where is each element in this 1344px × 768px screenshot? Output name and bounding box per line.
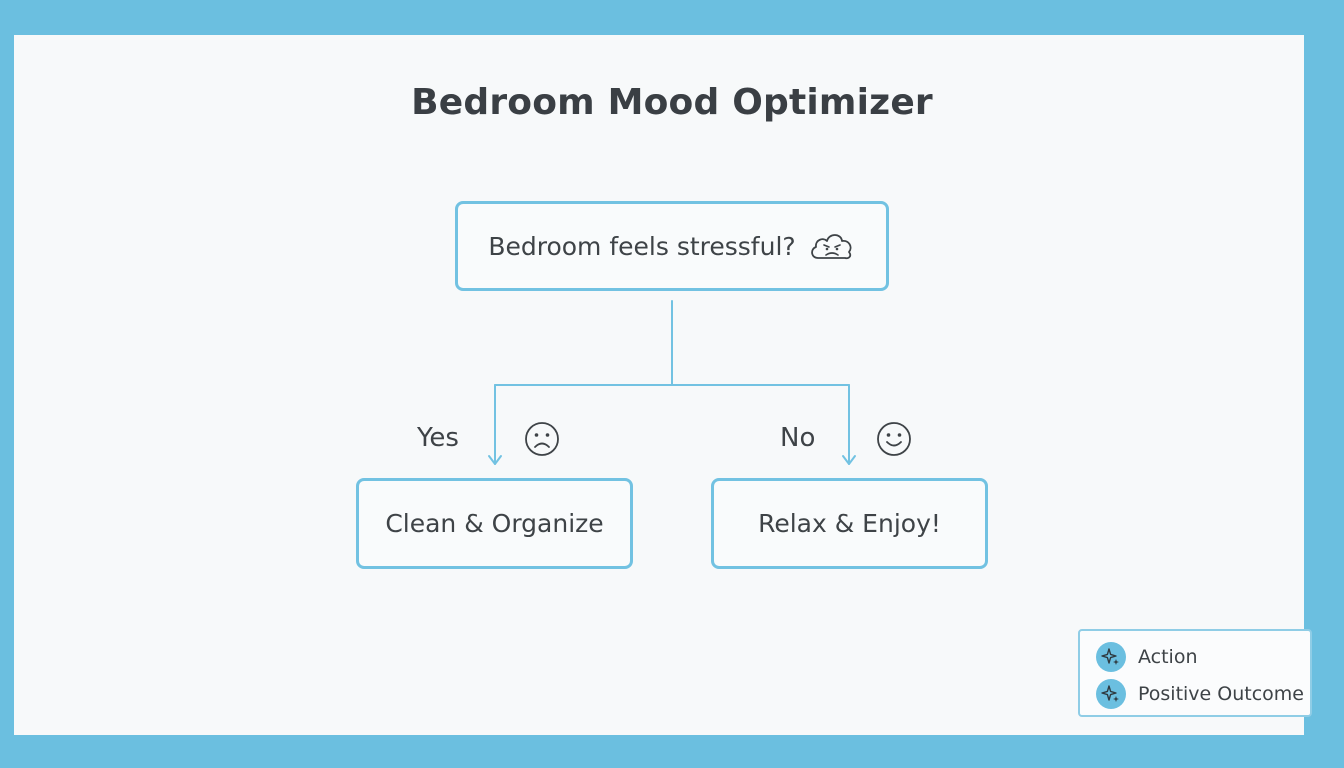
diagram-title: Bedroom Mood Optimizer — [411, 82, 933, 123]
action-node-clean[interactable]: Clean & Organize — [356, 478, 633, 569]
sparkle-icon — [1096, 642, 1126, 672]
decision-text: Bedroom feels stressful? — [488, 231, 796, 261]
action-node-relax[interactable]: Relax & Enjoy! — [711, 478, 988, 569]
stressed-cloud-icon — [810, 234, 852, 260]
action-relax-text: Relax & Enjoy! — [758, 509, 941, 538]
sparkle-icon — [1096, 679, 1126, 709]
legend-label: Positive Outcome — [1138, 683, 1304, 705]
arrowhead-yes — [488, 455, 502, 465]
yes-label: Yes — [417, 423, 459, 453]
action-clean-text: Clean & Organize — [385, 509, 604, 538]
legend-item-positive-outcome: Positive Outcome — [1096, 679, 1304, 709]
legend-label: Action — [1138, 646, 1198, 668]
legend-item-action: Action — [1096, 642, 1198, 672]
sad-face-icon — [525, 422, 559, 456]
arrowhead-no — [842, 455, 856, 465]
happy-face-icon — [877, 422, 911, 456]
decision-node[interactable]: Bedroom feels stressful? — [455, 201, 889, 291]
legend: Action Positive Outcome — [1078, 629, 1312, 717]
no-label: No — [780, 423, 816, 453]
